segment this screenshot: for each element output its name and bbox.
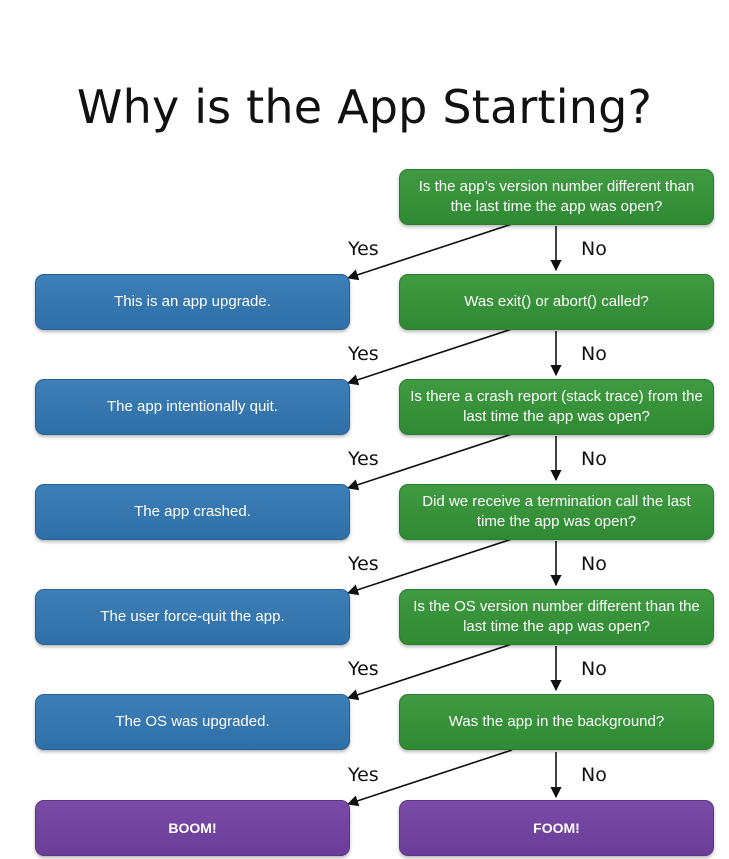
yes-label-4: Yes [348, 553, 379, 575]
yes-arrow-4 [346, 538, 513, 596]
answer-box-3: The app crashed. [35, 484, 350, 540]
question-box-3: Is there a crash report (stack trace) fr… [399, 379, 714, 435]
question-box-1: Is the app’s version number different th… [399, 169, 714, 225]
diagram-title: Why is the App Starting? [76, 80, 653, 134]
yes-arrow-3 [346, 433, 513, 491]
yes-arrow-5 [346, 643, 513, 701]
yes-label-1: Yes [348, 238, 379, 260]
yes-label-5: Yes [348, 658, 379, 680]
terminal-box-foom: FOOM! [399, 800, 714, 856]
yes-label-6: Yes [348, 764, 379, 786]
yes-arrow-1 [346, 223, 513, 281]
yes-label-2: Yes [348, 343, 379, 365]
yes-arrow-6 [346, 749, 513, 807]
question-box-4: Did we receive a termination call the la… [399, 484, 714, 540]
no-label-4: No [581, 553, 607, 575]
no-label-5: No [581, 658, 607, 680]
terminal-box-boom: BOOM! [35, 800, 350, 856]
answer-box-5: The OS was upgraded. [35, 694, 350, 750]
no-label-1: No [581, 238, 607, 260]
answer-box-4: The user force-quit the app. [35, 589, 350, 645]
question-box-2: Was exit() or abort() called? [399, 274, 714, 330]
answer-box-1: This is an app upgrade. [35, 274, 350, 330]
question-box-6: Was the app in the background? [399, 694, 714, 750]
question-box-5: Is the OS version number different than … [399, 589, 714, 645]
no-label-2: No [581, 343, 607, 365]
no-label-6: No [581, 764, 607, 786]
no-label-3: No [581, 448, 607, 470]
yes-arrow-2 [346, 328, 513, 386]
yes-label-3: Yes [348, 448, 379, 470]
answer-box-2: The app intentionally quit. [35, 379, 350, 435]
